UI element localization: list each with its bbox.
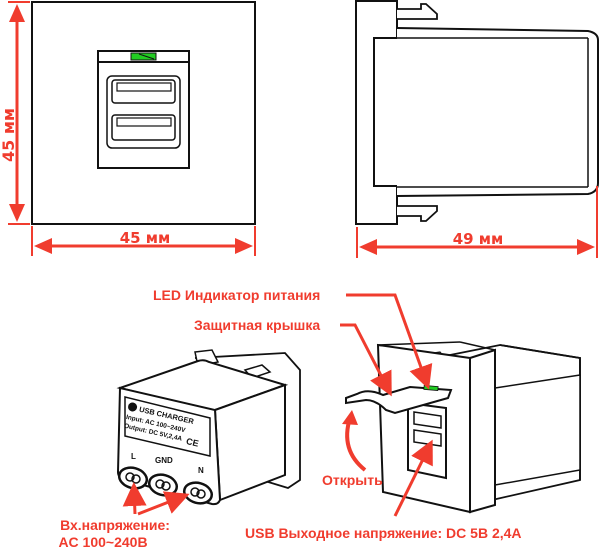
height-dimension-label: 45 мм	[0, 108, 18, 162]
nameplate	[124, 396, 211, 457]
side-view: 49 мм	[355, 0, 599, 258]
mounting-clip-icon	[397, 3, 438, 20]
open-label: Открыть	[322, 472, 383, 488]
led-leader-line	[346, 293, 433, 390]
front-3d-view: Открыть LED Индикатор питания Защитная к…	[153, 287, 581, 541]
usb-output-leader-line	[393, 439, 433, 517]
depth-dimension-label: 49 мм	[453, 230, 504, 248]
terminal-label-l: L	[131, 452, 136, 461]
input-arrow	[137, 491, 190, 516]
led-indicator-icon	[423, 384, 439, 392]
open-arrow	[345, 417, 367, 472]
input-arrow	[122, 482, 147, 515]
width-dimension-label: 45 мм	[120, 229, 171, 247]
ce-mark: CE	[185, 436, 199, 449]
front-view: 45 мм 45 мм	[0, 1, 256, 256]
side-body	[396, 27, 599, 197]
usb-port-icon	[413, 411, 442, 429]
brand-logo-icon	[128, 402, 138, 412]
led-indicator-icon	[130, 52, 157, 61]
terminal-label-gnd: GND	[155, 456, 173, 465]
input-voltage-label-line1: Вх.напряжение:	[60, 517, 170, 533]
protective-cover-label: Защитная крышка	[194, 317, 320, 333]
terminal-n	[182, 481, 214, 505]
led-indicator-label: LED Индикатор питания	[153, 287, 320, 303]
terminal-label-n: N	[198, 466, 204, 475]
usb-output-label: USB Выходное напряжение: DC 5В 2,4А	[245, 525, 522, 541]
rear-3d-view: USB CHARGER Input: AC 100~240V Output: D…	[58, 349, 301, 549]
input-voltage-label-line2: AC 100~240В	[58, 534, 147, 549]
mounting-clip-icon	[397, 205, 438, 222]
terminal-gnd	[147, 473, 179, 497]
cover-leader-line	[340, 323, 392, 397]
